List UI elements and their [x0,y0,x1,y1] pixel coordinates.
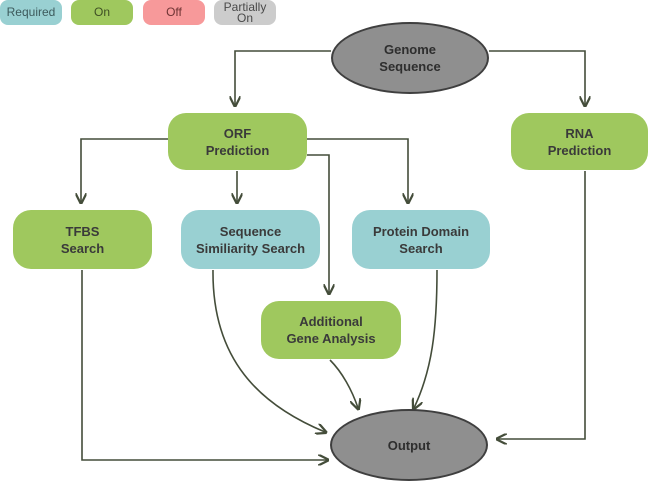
legend-required-label: Required [6,5,56,19]
node-additional-gene-analysis[interactable]: Additional Gene Analysis [261,301,401,359]
edge-protein-to-output [414,269,438,408]
edge-similarity-to-output [212,269,325,432]
node-output-label: Output [387,437,431,453]
legend-on: On [71,0,133,25]
node-additional-label-line1: Additional [299,314,363,329]
legend-on-label: On [93,5,110,19]
node-genome-sequence[interactable]: Genome Sequence [331,22,489,94]
node-protein-label-line1: Protein Domain [372,223,470,239]
node-output[interactable]: Output [330,409,488,481]
legend-required: Required [0,0,62,25]
legend-off-label: Off [166,5,182,19]
node-tfbs-label-line1: TFBS [65,223,100,239]
node-genome-label-line1: Genome [383,42,436,57]
edge-genome-to-rna [489,50,585,105]
node-rna-label-line1: RNA [565,125,594,141]
node-similarity-label-line1: Sequence [219,223,282,239]
node-orf-label-line2: Prediction [205,142,270,158]
node-protein-label-line2: Search [399,240,443,256]
edge-tfbs-to-output [81,270,327,460]
edge-orf-to-additional [307,154,329,293]
node-tfbs-search[interactable]: TFBS Search [13,210,152,269]
node-additional-label-line2: Gene Analysis [286,331,376,346]
legend-partially-on: Partially On [214,0,276,25]
node-sequence-similarity-search[interactable]: Sequence Similiarity Search [181,210,320,269]
edge-additional-to-output [329,359,358,408]
node-protein-domain-search[interactable]: Protein Domain Search [352,210,490,269]
node-tfbs-label-line2: Search [60,240,105,256]
legend-partially-label-line2: On [236,10,253,25]
node-orf-prediction[interactable]: ORF Prediction [168,113,307,170]
node-orf-label-line1: ORF [223,125,252,141]
node-rna-label-line2: Prediction [547,142,612,158]
node-rna-prediction[interactable]: RNA Prediction [511,113,648,170]
node-genome-label-line2: Sequence [379,59,441,74]
legend-off: Off [143,0,205,25]
edge-orf-to-tfbs [81,138,168,202]
node-similarity-label-line2: Similiarity Search [195,240,306,256]
legend-partially-label-line1: Partially [223,0,267,14]
edge-orf-to-protein [307,138,408,202]
edge-genome-to-orf [235,50,331,105]
edge-rna-to-output [498,171,586,439]
